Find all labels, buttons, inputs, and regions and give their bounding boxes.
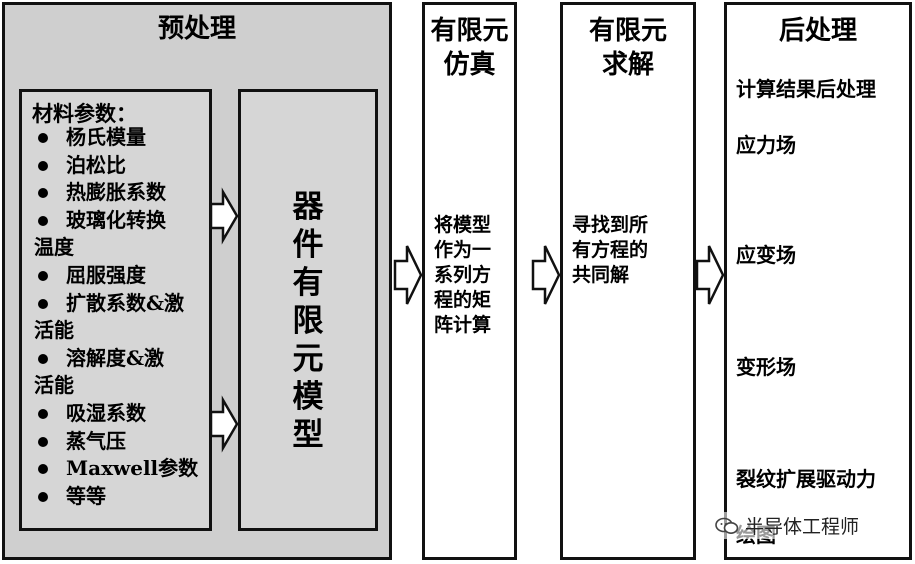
preprocess-title: 预处理 [157, 14, 236, 44]
list-item: Maxwell参数 [34, 455, 198, 483]
post-item: 变形场 [736, 355, 796, 379]
wechat-icon [715, 517, 739, 534]
list-item: 溶解度&激活能 [34, 345, 198, 400]
solve-title-line1: 有限元 [588, 16, 667, 46]
list-item: 吸湿系数 [34, 400, 198, 428]
postprocess-title: 后处理 [778, 16, 857, 46]
model-box: 器件有限元模型 [238, 89, 378, 531]
model-label: 器件有限元模型 [292, 189, 324, 453]
list-item: 等等 [34, 483, 198, 511]
arrow-right-icon [695, 245, 725, 305]
list-item: 热膨胀系数 [34, 179, 198, 207]
list-item: 玻璃化转换温度 [34, 207, 198, 262]
list-item: 屈服强度 [34, 262, 198, 290]
arrow-right-icon [393, 245, 423, 305]
post-item: 应变场 [736, 243, 796, 267]
arrow-right-icon [209, 395, 239, 453]
list-item: 杨氏模量 [34, 124, 198, 152]
simulation-panel: 有限元 仿真 将模型 作为一 系列方 程的矩 阵计算 [422, 2, 517, 560]
postprocess-panel: 后处理 计算结果后处理 应力场 应变场 变形场 裂纹扩展驱动力 绘图 [724, 2, 912, 560]
materials-title: 材料参数： [32, 101, 137, 126]
solve-title-line2: 求解 [601, 50, 654, 80]
arrow-right-icon [531, 245, 561, 305]
watermark-text: 半导体工程师 [745, 516, 860, 538]
materials-box: 材料参数： 杨氏模量 泊松比 热膨胀系数 玻璃化转换温度 屈服强度 扩散系数&激… [19, 89, 212, 531]
preprocess-panel: 预处理 材料参数： 杨氏模量 泊松比 热膨胀系数 玻璃化转换温度 屈服强度 扩散… [2, 2, 392, 560]
solve-desc: 寻找到所 有方程的 共同解 [572, 214, 649, 286]
list-item: 蒸气压 [34, 428, 198, 456]
simulation-title-line1: 有限元 [430, 16, 509, 46]
watermark: 半导体工程师 [713, 512, 862, 539]
post-item: 裂纹扩展驱动力 [736, 467, 876, 491]
arrow-right-icon [209, 187, 239, 245]
simulation-title-line2: 仿真 [443, 50, 496, 80]
solve-panel: 有限元 求解 寻找到所 有方程的 共同解 [560, 2, 696, 560]
materials-list: 杨氏模量 泊松比 热膨胀系数 玻璃化转换温度 屈服强度 扩散系数&激活能 溶解度… [34, 124, 198, 510]
post-item: 应力场 [736, 133, 796, 157]
list-item: 泊松比 [34, 152, 198, 180]
simulation-desc: 将模型 作为一 系列方 程的矩 阵计算 [434, 214, 492, 336]
list-item: 扩散系数&激活能 [34, 290, 198, 345]
post-item: 计算结果后处理 [736, 77, 876, 101]
